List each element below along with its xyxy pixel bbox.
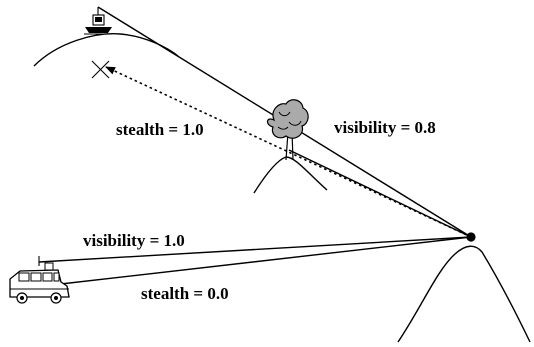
observation-tower-icon bbox=[84, 7, 112, 35]
line-tree-to-observer bbox=[288, 149, 472, 238]
right-mountain bbox=[397, 245, 531, 343]
upper-left-hill bbox=[33, 33, 179, 67]
label-stealth-top: stealth = 1.0 bbox=[116, 120, 204, 139]
label-visibility-top: visibility = 0.8 bbox=[334, 118, 436, 137]
arrow-observer-to-vehicle bbox=[51, 236, 472, 288]
truck-icon bbox=[9, 256, 70, 304]
label-stealth-bottom: stealth = 0.0 bbox=[141, 284, 229, 303]
label-visibility-bottom: visibility = 1.0 bbox=[83, 231, 185, 250]
tree-icon bbox=[266, 99, 309, 161]
x-mark-icon bbox=[91, 60, 110, 79]
observer-point-icon bbox=[466, 232, 476, 242]
line-vehicle-to-observer bbox=[38, 236, 472, 263]
